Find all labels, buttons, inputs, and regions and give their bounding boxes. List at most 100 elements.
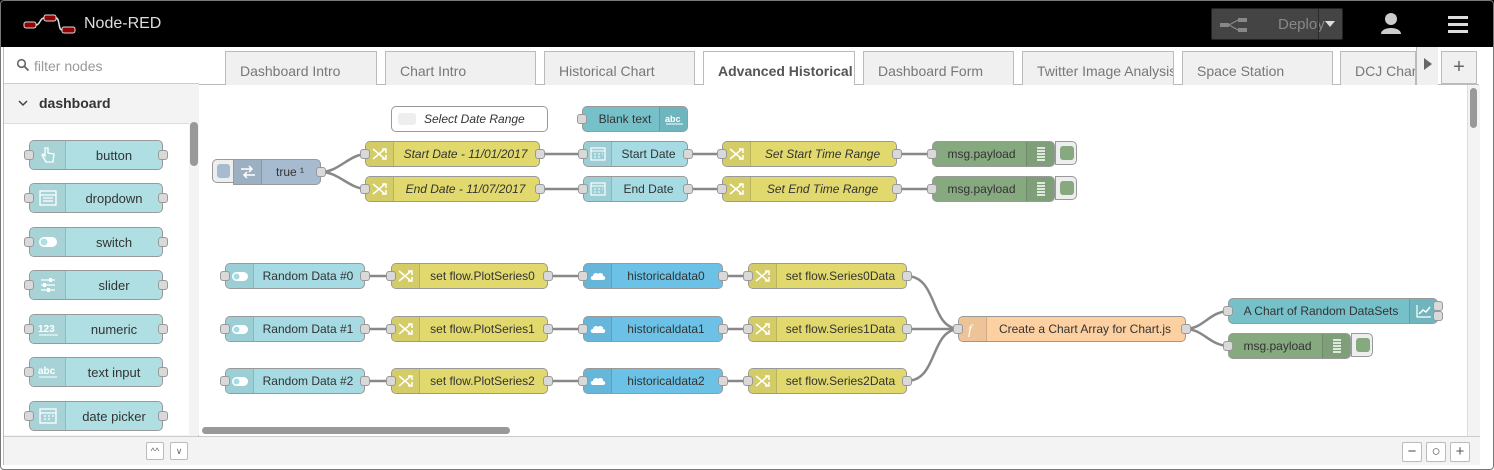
input-port[interactable] bbox=[24, 280, 34, 290]
user-icon[interactable] bbox=[1375, 8, 1407, 40]
inject-true-node[interactable]: true ¹ bbox=[233, 159, 326, 185]
output-port[interactable] bbox=[718, 324, 728, 334]
output-port[interactable] bbox=[535, 149, 545, 159]
tab-space-station[interactable]: Space Station bbox=[1182, 51, 1333, 85]
palette-node-numeric[interactable]: 123 numeric bbox=[24, 314, 168, 344]
change-node-plot-series-0[interactable]: set flow.PlotSeries0 bbox=[386, 263, 553, 289]
tab-advanced-historical[interactable]: Advanced Historical bbox=[703, 51, 855, 86]
input-port[interactable] bbox=[24, 193, 34, 203]
palette-node-switch[interactable]: switch bbox=[24, 227, 168, 257]
output-port[interactable] bbox=[158, 411, 168, 421]
input-port[interactable] bbox=[360, 184, 370, 194]
workspace-vertical-scroll-thumb[interactable] bbox=[1470, 88, 1477, 128]
debug-toggle-button[interactable] bbox=[1351, 333, 1373, 357]
output-port[interactable] bbox=[543, 324, 553, 334]
wire[interactable] bbox=[905, 327, 961, 383]
output-port[interactable] bbox=[683, 149, 693, 159]
debug-node-1[interactable]: msg.payload bbox=[927, 141, 1055, 167]
palette-category-dashboard[interactable]: dashboard bbox=[4, 84, 189, 124]
zoom-out-button[interactable]: − bbox=[1402, 442, 1422, 462]
comment-node[interactable]: Select Date Range bbox=[391, 106, 548, 132]
zoom-in-button[interactable]: + bbox=[1450, 442, 1470, 462]
change-node-set-end-range[interactable]: Set End Time Range bbox=[717, 176, 902, 202]
input-port[interactable] bbox=[743, 271, 753, 281]
tab-twitter-image-analysis[interactable]: Twitter Image Analysis bbox=[1022, 51, 1174, 85]
workspace-horizontal-scroll-thumb[interactable] bbox=[202, 427, 510, 434]
debug-node-2[interactable]: msg.payload bbox=[927, 176, 1055, 202]
output-port[interactable] bbox=[718, 271, 728, 281]
historicaldata-node-0[interactable]: historicaldata0 bbox=[578, 263, 728, 289]
palette-scrollbar-thumb[interactable] bbox=[190, 122, 198, 166]
wire[interactable] bbox=[905, 274, 961, 331]
input-port[interactable] bbox=[578, 324, 588, 334]
input-port[interactable] bbox=[578, 376, 588, 386]
change-node-plot-series-1[interactable]: set flow.PlotSeries1 bbox=[386, 316, 553, 342]
tab-dcj-chart[interactable]: DCJ Chart bbox=[1340, 51, 1416, 85]
workspace-vertical-scrollbar[interactable] bbox=[1467, 85, 1480, 436]
output-port[interactable] bbox=[543, 376, 553, 386]
input-port[interactable] bbox=[717, 184, 727, 194]
output-port[interactable] bbox=[158, 280, 168, 290]
switch-random-data-1[interactable]: Random Data #1 bbox=[220, 316, 370, 342]
input-port[interactable] bbox=[386, 271, 396, 281]
hamburger-menu-icon[interactable] bbox=[1442, 8, 1474, 40]
add-tab-button[interactable]: + bbox=[1441, 51, 1477, 84]
output-port[interactable] bbox=[316, 167, 326, 177]
output-port[interactable] bbox=[158, 150, 168, 160]
input-port[interactable] bbox=[578, 149, 588, 159]
debug-toggle-button[interactable] bbox=[1055, 176, 1077, 200]
output-port[interactable] bbox=[902, 271, 912, 281]
tab-historical-chart[interactable]: Historical Chart bbox=[544, 51, 695, 85]
input-port[interactable] bbox=[220, 271, 230, 281]
change-node-plot-series-2[interactable]: set flow.PlotSeries2 bbox=[386, 368, 553, 394]
change-node-series-2-data[interactable]: set flow.Series2Data bbox=[743, 368, 912, 394]
output-port[interactable] bbox=[158, 193, 168, 203]
zoom-reset-button[interactable]: ○ bbox=[1426, 442, 1446, 462]
change-node-set-start-range[interactable]: Set Start Time Range bbox=[717, 141, 902, 167]
output-port[interactable] bbox=[360, 271, 370, 281]
filter-nodes-input[interactable] bbox=[32, 55, 192, 77]
tab-scroll-right-button[interactable] bbox=[1416, 47, 1438, 85]
change-node-end-date[interactable]: End Date - 11/07/2017 bbox=[360, 176, 545, 202]
expand-all-button[interactable]: ∨ bbox=[170, 442, 188, 460]
output-port[interactable] bbox=[360, 376, 370, 386]
input-port[interactable] bbox=[743, 376, 753, 386]
debug-toggle-button[interactable] bbox=[1055, 141, 1077, 165]
input-port[interactable] bbox=[24, 324, 34, 334]
input-port[interactable] bbox=[578, 271, 588, 281]
debug-node-3[interactable]: msg.payload bbox=[1223, 333, 1351, 359]
ui-end-date-node[interactable]: End Date bbox=[578, 176, 693, 202]
deploy-button[interactable]: Deploy bbox=[1211, 8, 1343, 40]
input-port[interactable] bbox=[743, 324, 753, 334]
tab-dashboard-intro[interactable]: Dashboard Intro bbox=[225, 51, 377, 85]
output-port[interactable] bbox=[892, 149, 902, 159]
switch-random-data-2[interactable]: Random Data #2 bbox=[220, 368, 370, 394]
input-port[interactable] bbox=[1223, 341, 1233, 351]
input-port[interactable] bbox=[220, 324, 230, 334]
output-port[interactable] bbox=[1433, 311, 1443, 321]
output-port[interactable] bbox=[158, 324, 168, 334]
switch-random-data-0[interactable]: Random Data #0 bbox=[220, 263, 370, 289]
output-port[interactable] bbox=[543, 271, 553, 281]
output-port[interactable] bbox=[902, 376, 912, 386]
palette-node-text-input[interactable]: abc text input bbox=[24, 357, 168, 387]
deploy-caret-icon[interactable] bbox=[1325, 21, 1335, 27]
palette-scrollbar[interactable] bbox=[190, 84, 199, 435]
tab-chart-intro[interactable]: Chart Intro bbox=[385, 51, 536, 85]
input-port[interactable] bbox=[1223, 306, 1233, 316]
input-port[interactable] bbox=[578, 184, 588, 194]
input-port[interactable] bbox=[386, 376, 396, 386]
palette-node-date-picker[interactable]: date picker bbox=[24, 401, 168, 431]
output-port[interactable] bbox=[683, 184, 693, 194]
palette-node-button[interactable]: button bbox=[24, 140, 168, 170]
output-port[interactable] bbox=[1181, 324, 1191, 334]
inject-trigger-button[interactable] bbox=[212, 159, 234, 183]
chart-node-random-datasets[interactable]: A Chart of Random DataSets bbox=[1223, 298, 1443, 324]
blank-text-node[interactable]: Blank text abc bbox=[577, 106, 688, 132]
change-node-series-1-data[interactable]: set flow.Series1Data bbox=[743, 316, 912, 342]
output-port[interactable] bbox=[718, 376, 728, 386]
palette-node-slider[interactable]: slider bbox=[24, 270, 168, 300]
output-port[interactable] bbox=[158, 367, 168, 377]
input-port[interactable] bbox=[24, 367, 34, 377]
input-port[interactable] bbox=[953, 324, 963, 334]
